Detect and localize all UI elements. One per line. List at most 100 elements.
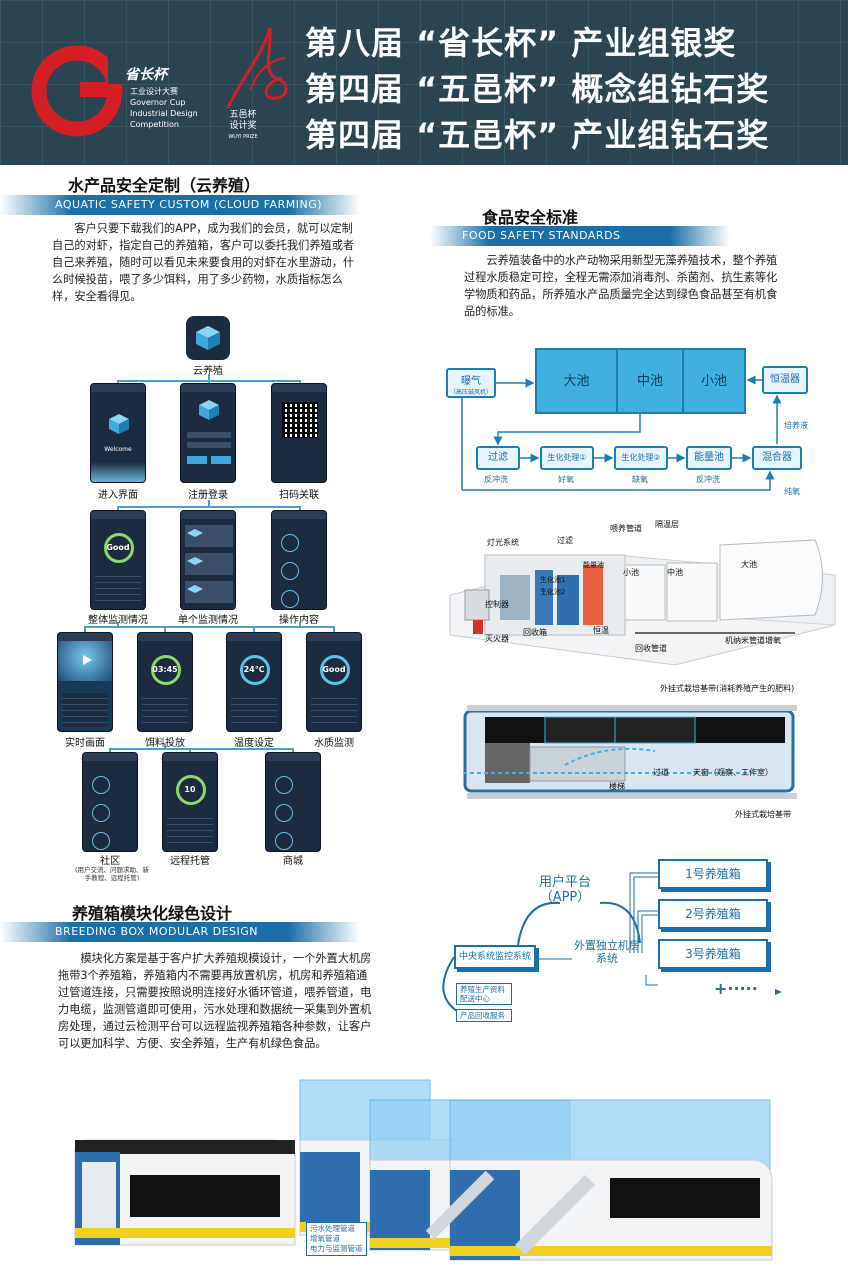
modular-render-drawing	[74, 1079, 773, 1261]
label-operations: 操作内容	[279, 615, 319, 626]
food-section-subtitle: FOOD SAFETY STANDARDS	[430, 226, 730, 246]
header-banner: 省长杯 工业设计大赛 Governor Cup Industrial Desig…	[0, 0, 848, 165]
network-diagram: 用户平台 （APP） 中央系统监控系统 外置独立机房系统 1号养殖箱 2号养殖箱…	[430, 855, 840, 1035]
label-shop: 商城	[283, 856, 303, 867]
screen-scan	[271, 383, 327, 483]
label-anoxic: 缺氧	[632, 475, 648, 484]
label-water: 水质监测	[314, 738, 354, 749]
screen-temperature: 24℃	[226, 632, 282, 732]
label-feeding: 饵料投放	[127, 734, 203, 749]
label-community: 社区	[100, 856, 120, 867]
screen-login	[180, 383, 236, 483]
award-line-2: 第四届 “五邑杯” 概念组钻石奖	[305, 70, 770, 108]
governor-cup-logo-icon	[31, 44, 125, 137]
tag-supply-center: 养殖生产资料配送中心	[456, 983, 512, 1005]
callout-controller: 控制器	[485, 600, 509, 609]
wuyi-prize-logo-icon	[226, 27, 288, 109]
screen-water-quality: Good	[306, 632, 362, 732]
label-aerobic: 好氧	[558, 475, 574, 484]
label-overall: 整体监测情况	[88, 615, 148, 626]
breeding-box-1: 1号养殖箱	[658, 859, 768, 889]
topview-label-top: 外挂式栽培基带(消耗养殖产生的肥料)	[660, 684, 795, 693]
callout-constant-temp: 恒温	[593, 626, 609, 635]
callout-feed-pipe: 喂养管道	[610, 524, 642, 533]
callout-recycle-pipe: 回收管道	[635, 644, 667, 653]
callout-bio1: 生化池1	[540, 576, 566, 584]
callout-big-pool: 大池	[741, 560, 757, 569]
thermostat-box: 恒温器	[762, 366, 808, 394]
label-culture-liquid: 培养液	[784, 421, 808, 430]
label-scan: 扫码关联	[279, 490, 319, 501]
cloud-section-body: 客户只要下载我们的APP，成为我们的会员，就可以定制自己的对虾，指定自己的养殖箱…	[52, 222, 355, 303]
more-boxes: +·····	[714, 979, 758, 998]
screen-overall-monitor: Good	[90, 510, 146, 610]
callout-mid-pool: 中池	[667, 568, 683, 577]
topview-stairs: 楼梯	[609, 782, 625, 791]
step-bio2: 生化处理②	[614, 446, 668, 470]
competition-logos: 省长杯 工业设计大赛 Governor Cup Industrial Desig…	[30, 20, 300, 155]
topview-walkway: 过道	[653, 768, 669, 777]
modular-boxes-render: 污水处理管道 增氧管道 电力与监测管道	[60, 1060, 800, 1270]
callout-extinguisher: 灭火器	[485, 634, 509, 643]
award-line-1: 第八届 “省长杯” 产业组银奖	[305, 24, 737, 62]
module-section-title: 养殖箱模块化绿色设计	[72, 904, 233, 923]
callout-recycle-box: 回收箱	[523, 628, 547, 637]
central-monitor-box: 中央系统监控系统	[454, 945, 536, 969]
callout-bio2: 生化池2	[540, 588, 566, 596]
callout-small-pool: 小池	[623, 568, 639, 577]
community-note: (用户交流、问题求助、新手教程、远程托管)	[74, 866, 150, 882]
label-login: 注册登录	[188, 490, 228, 501]
cloud-section-subtitle: AQUATIC SAFETY CUSTOM (CLOUD FARMING)	[0, 195, 360, 215]
breeding-box-2: 2号养殖箱	[658, 899, 768, 929]
prize-text: 五邑杯 设计奖 WUYI PRIZE	[228, 110, 258, 140]
breeding-box-3: 3号养殖箱	[658, 939, 768, 969]
label-pure-oxygen: 纯氧	[784, 487, 800, 496]
pool-medium: 中池	[616, 348, 684, 414]
cutaway-drawing	[449, 539, 836, 666]
cloud-section-title: 水产品安全定制（云养殖）	[68, 176, 261, 195]
step-bio1: 生化处理①	[540, 446, 594, 470]
step-filter: 过滤	[476, 446, 520, 470]
label-temp: 温度设定	[234, 738, 274, 749]
aeration-box: 曝气 （高压鼓风机）	[446, 368, 496, 398]
cutaway-illustration: 灯光系统 过滤 喂养管道 隔温层 能量池 生化池1 生化池2 小池 中池 大池 …	[445, 515, 840, 675]
screen-shop	[265, 752, 321, 852]
callout-filter: 过滤	[557, 536, 573, 545]
label-single: 单个监测情况	[178, 615, 238, 626]
award-line-3: 第四届 “五邑杯” 产业组钻石奖	[305, 116, 770, 154]
module-section-subtitle: BREEDING BOX MODULAR DESIGN	[0, 922, 360, 942]
label-enter: 进入界面	[98, 490, 138, 501]
callout-insulation: 隔温层	[655, 520, 679, 529]
step-mixer: 混合器	[752, 446, 802, 470]
label-backwash-2: 反冲洗	[696, 475, 720, 484]
app-root-label: 云养殖	[193, 366, 223, 377]
water-flow-diagram: 曝气 （高压鼓风机） 大池 中池 小池 恒温器 过滤 生化处理① 生化处理② 能…	[440, 340, 820, 505]
screen-live-view	[57, 632, 113, 732]
screen-welcome: Welcome	[90, 383, 146, 483]
screen-community	[82, 752, 138, 852]
pipe-labels: 污水处理管道 增氧管道 电力与监测管道	[306, 1222, 367, 1256]
tag-recycle-service: 产品回收服务	[456, 1009, 512, 1022]
callout-nano-pipe: 机纳米管道增氧	[725, 636, 781, 645]
callout-energy-pool: 能量池	[583, 561, 604, 569]
topview-skylight: 天窗（观察、工作室）	[693, 768, 773, 777]
screen-operations	[271, 510, 327, 610]
user-platform: 用户平台 （APP）	[538, 875, 591, 905]
pool-large: 大池	[535, 348, 618, 414]
module-section-body: 模块化方案是基于客户扩大养殖规模设计，一个外置大机房拖带3个养殖箱，养殖箱内不需…	[58, 952, 372, 1050]
top-view-illustration: 外挂式栽培基带(消耗养殖产生的肥料) 过道 天窗（观察、工作室） 楼梯 外挂式栽…	[455, 683, 840, 823]
label-remote: 远程托管	[170, 856, 210, 867]
topview-drawing	[463, 705, 797, 799]
step-energy: 能量池	[686, 446, 732, 470]
screen-remote-hosting: 10	[162, 752, 218, 852]
label-live: 实时画面	[65, 738, 105, 749]
app-tree-diagram: 云养殖 Welcome 进入界面 注册登录 扫码关联 Good 整体监	[0, 310, 420, 870]
label-backwash-1: 反冲洗	[484, 475, 508, 484]
screen-feeding: 03:45	[137, 632, 193, 732]
app-root-icon	[186, 316, 230, 360]
logo-en-text: 工业设计大赛 Governor Cup Industrial Design Co…	[130, 87, 198, 129]
engine-room-label: 外置独立机房系统	[574, 939, 640, 965]
logo-cn-title: 省长杯	[125, 67, 167, 83]
callout-lighting: 灯光系统	[487, 538, 519, 547]
food-section-body: 云养殖装备中的水产动物采用新型无藻养殖技术，整个养殖过程水质稳定可控，全程无需添…	[464, 254, 778, 318]
